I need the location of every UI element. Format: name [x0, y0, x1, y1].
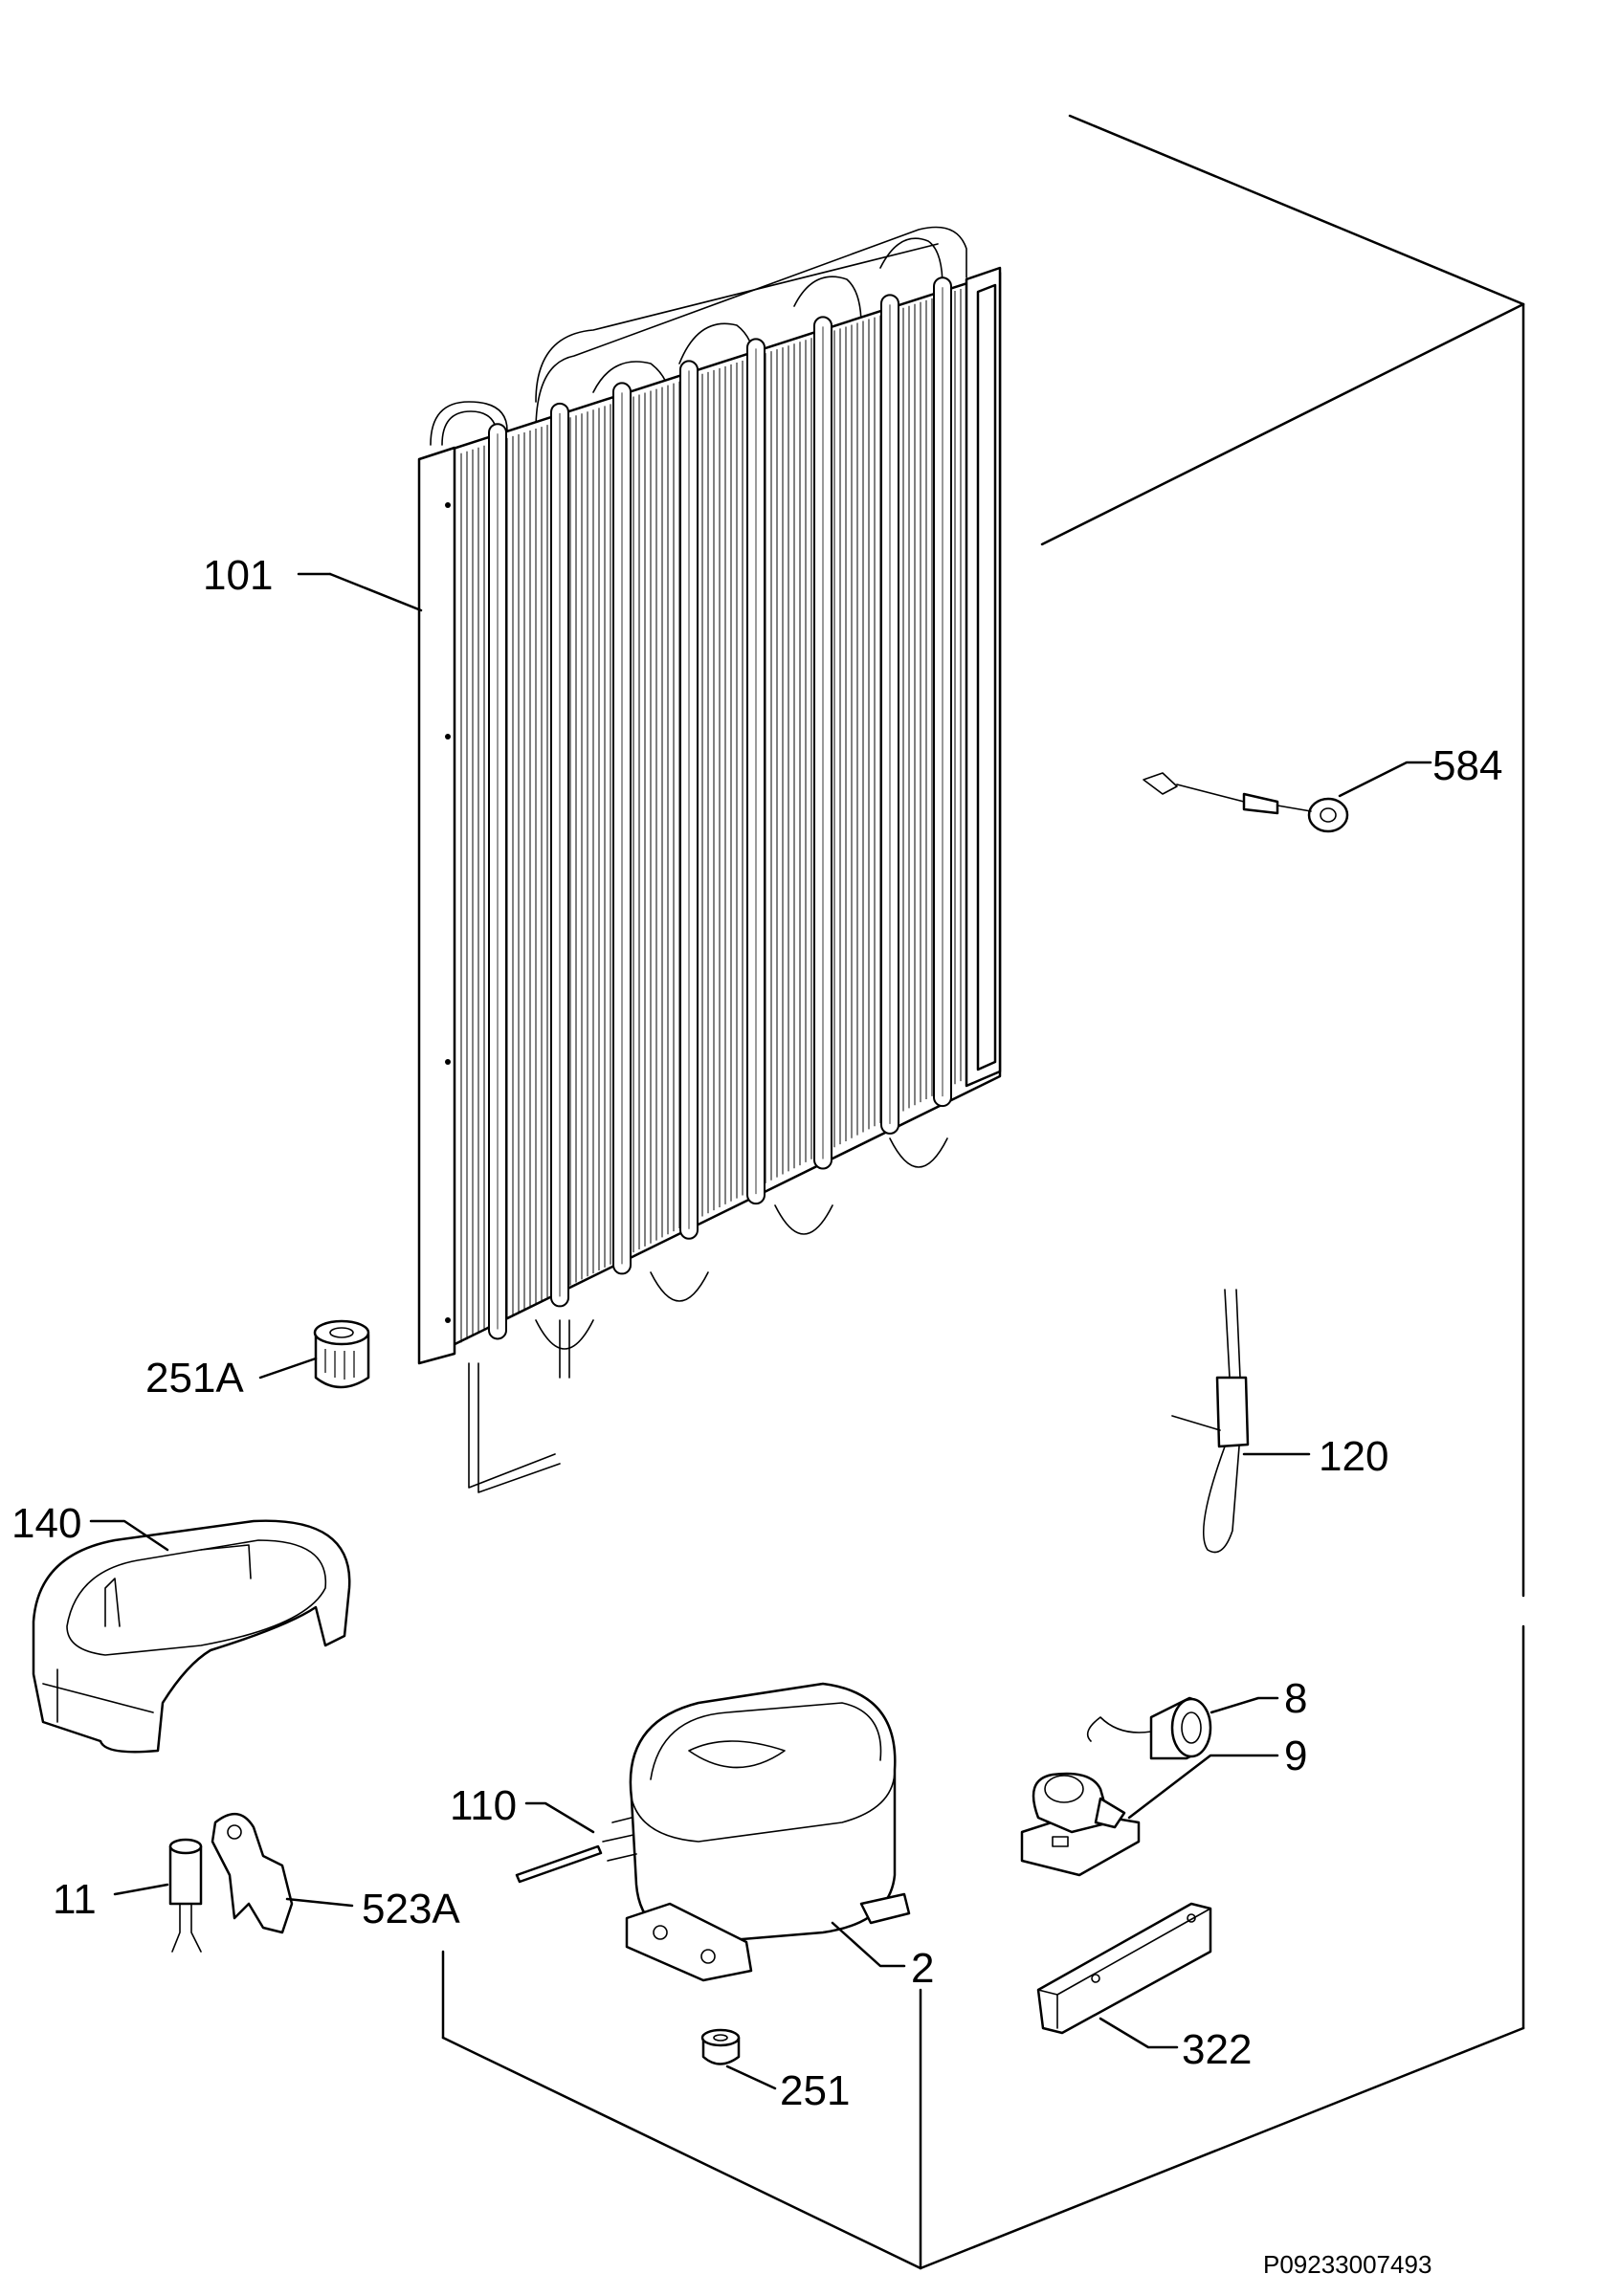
leader-9 — [1127, 1754, 1279, 1820]
clamp-icon — [211, 1813, 294, 1934]
thermostat-probe-icon — [1171, 1289, 1250, 1554]
rubber-grommet-icon — [313, 1319, 370, 1389]
part-label-140: 140 — [11, 1500, 81, 1547]
condenser-icon — [417, 226, 1002, 1493]
part-label-251A: 251A — [145, 1355, 244, 1402]
leader-2 — [831, 1921, 906, 1968]
part-label-523A: 523A — [362, 1886, 460, 1932]
part-label-110: 110 — [450, 1782, 517, 1829]
leader-101-b — [328, 572, 423, 612]
leader-584 — [1338, 761, 1432, 798]
leader-11 — [113, 1883, 169, 1896]
part-label-8: 8 — [1284, 1675, 1307, 1722]
cabinet-outline — [441, 114, 1525, 2270]
mounting-bracket-icon — [1036, 1902, 1212, 2035]
part-label-251: 251 — [780, 2067, 850, 2114]
compressor-foot-icon — [700, 2028, 741, 2065]
part-label-9: 9 — [1284, 1733, 1307, 1779]
capacitor-icon — [168, 1838, 203, 1953]
compressor-icon — [602, 1682, 911, 1982]
leader-8 — [1210, 1696, 1279, 1714]
leader-251A — [258, 1357, 318, 1380]
part-label-11: 11 — [53, 1876, 97, 1923]
leader-110 — [524, 1801, 595, 1834]
reference-code: P09233007493 — [1263, 2250, 1432, 2279]
leader-523A — [285, 1897, 354, 1908]
part-label-101: 101 — [203, 552, 273, 599]
leader-322 — [1099, 2017, 1179, 2049]
part-label-120: 120 — [1319, 1433, 1388, 1480]
tube-icon — [515, 1844, 603, 1884]
sensor-cable-icon — [1143, 772, 1349, 833]
starter-relay-icon — [1020, 1772, 1141, 1877]
part-label-322: 322 — [1182, 2026, 1252, 2073]
leader-251 — [725, 2064, 777, 2090]
leader-140 — [89, 1519, 169, 1552]
part-label-2: 2 — [911, 1945, 934, 1992]
relay-cap-icon — [1086, 1696, 1212, 1760]
part-label-584: 584 — [1432, 742, 1502, 789]
drip-tray-icon — [32, 1519, 351, 1754]
